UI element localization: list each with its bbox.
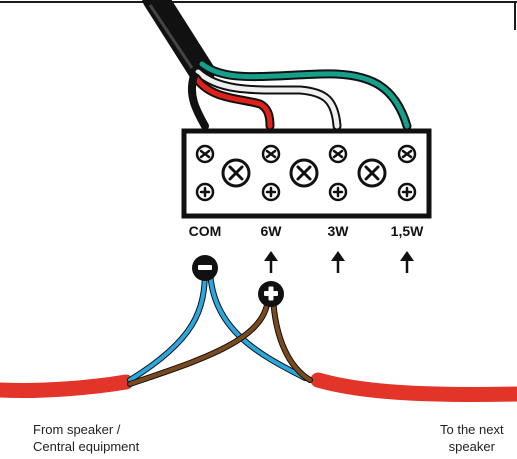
tap-label-1-5w: 1,5W	[391, 223, 424, 239]
caption-from-line1: From speaker /	[33, 422, 121, 437]
positive-marker	[258, 281, 284, 307]
caption-from-line2: Central equipment	[33, 439, 140, 454]
wire-green	[199, 61, 410, 129]
caption-to-line1: To the next	[440, 422, 504, 437]
cable-from-source	[0, 374, 134, 399]
arrow-up-icon	[331, 251, 345, 273]
tap-label-6w: 6W	[261, 223, 283, 239]
terminal-block	[181, 128, 432, 219]
speaker-cable-highlight	[148, 4, 194, 69]
caption-from-source: From speaker / Central equipment	[33, 421, 139, 455]
wire-black	[187, 72, 209, 130]
wire-brown	[128, 294, 270, 386]
large-screw-slots	[228, 165, 380, 181]
wire-brown-2	[271, 294, 312, 382]
wire-blue	[128, 268, 207, 382]
caption-to-line2: speaker	[448, 439, 495, 454]
arrow-up-icon	[400, 251, 414, 273]
tap-label-3w: 3W	[328, 223, 350, 239]
wire-red	[193, 75, 273, 129]
cable-to-next	[310, 372, 517, 402]
wires	[187, 59, 412, 131]
tap-label-com: COM	[189, 223, 222, 239]
arrows	[264, 251, 414, 273]
wire-white	[195, 69, 340, 129]
screw-slots	[199, 149, 413, 198]
caption-to-next: To the next speaker	[440, 421, 504, 455]
negative-marker	[192, 255, 218, 281]
arrow-up-icon	[264, 251, 278, 273]
signal-wires	[127, 267, 313, 387]
speaker-cable-sheath	[142, 0, 215, 85]
